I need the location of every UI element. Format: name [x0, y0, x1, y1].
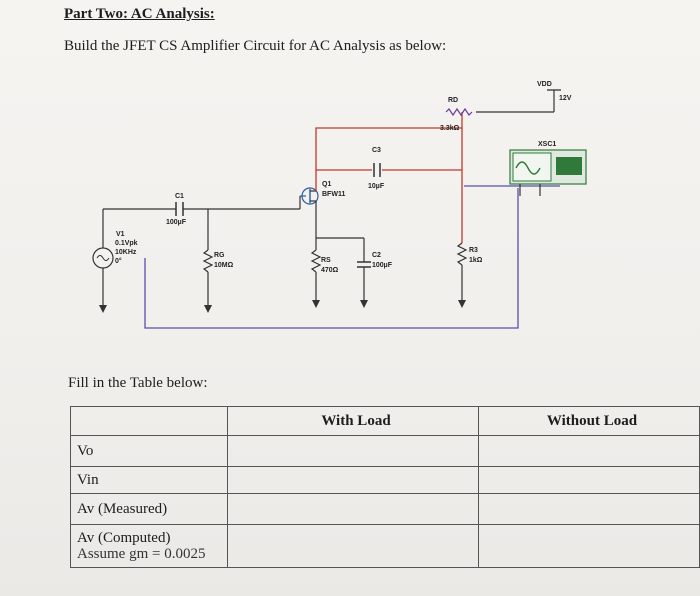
ground-return-wire [144, 188, 519, 329]
rg-value-label: 10MΩ [214, 262, 234, 269]
resistor-rd-symbol [445, 107, 473, 117]
q1-part-label: BFW11 [322, 191, 345, 198]
drain-wire [315, 112, 463, 191]
table-row-vin: Vin [70, 466, 700, 494]
av-computed-label: Av (Computed) [77, 530, 171, 546]
q1-name-label: Q1 [322, 181, 331, 188]
results-table: With Load Without Load Vo Vin Av (Measur… [70, 406, 700, 568]
row-label-av-computed: Av (Computed) Assume gm = 0.0025 [70, 524, 228, 568]
rd-value-label: 3.3kΩ [440, 125, 460, 132]
xsc1-name-label: XSC1 [538, 141, 556, 148]
scope-channel-panel [556, 157, 582, 175]
resistor-r3-symbol [456, 242, 468, 266]
c3-value-label: 10µF [368, 183, 385, 190]
row-label-av-measured: Av (Measured) [70, 493, 228, 525]
cell-av-computed-with-load[interactable] [227, 524, 479, 568]
r3-value-label: 1kΩ [469, 257, 483, 264]
table-row-av-measured: Av (Measured) [70, 493, 700, 525]
c1-value-label: 100µF [166, 219, 187, 226]
cell-vin-with-load[interactable] [227, 466, 479, 494]
waveform-icon [515, 161, 541, 175]
v1-phase-label: 0° [115, 257, 122, 265]
c2-value-label: 100µF [372, 262, 393, 269]
cell-av-measured-without-load[interactable] [478, 493, 700, 525]
table-row-vo: Vo [70, 435, 700, 467]
c3-name-label: C3 [372, 147, 381, 154]
v1-name-label: V1 [116, 231, 125, 238]
vdd-name-label: VDD [537, 81, 552, 88]
vdd-value-label: 12V [559, 95, 572, 102]
table-row-av-computed: Av (Computed) Assume gm = 0.0025 [70, 524, 700, 568]
circuit-schematic: V1 0.1Vpk 10KHz 0° C1 100µF RG 10MΩ Q1 B… [92, 81, 587, 329]
rs-name-label: RS [321, 257, 331, 264]
cell-vo-with-load[interactable] [227, 435, 479, 467]
rd-name-label: RD [448, 97, 458, 104]
v1-amp-label: 0.1Vpk [115, 240, 138, 247]
header-empty-cell [70, 406, 228, 436]
ground-symbol [99, 305, 107, 313]
row-label-vo: Vo [70, 435, 228, 467]
cell-av-measured-with-load[interactable] [227, 493, 479, 525]
header-without-load: Without Load [478, 406, 700, 436]
c1-name-label: C1 [175, 193, 184, 200]
cell-vo-without-load[interactable] [478, 435, 700, 467]
row-label-vin: Vin [70, 466, 228, 494]
assume-gm-note: Assume gm = 0.0025 [77, 546, 206, 562]
cell-vin-without-load[interactable] [478, 466, 700, 494]
rs-value-label: 470Ω [321, 267, 339, 274]
cell-av-computed-without-load[interactable] [478, 524, 700, 568]
resistor-rg-symbol [202, 249, 214, 273]
r3-name-label: R3 [469, 247, 478, 254]
c2-name-label: C2 [372, 252, 381, 259]
instruction-text: Build the JFET CS Amplifier Circuit for … [64, 38, 447, 54]
v1-freq-label: 10KHz [115, 249, 137, 256]
section-heading: Part Two: AC Analysis: [64, 6, 215, 22]
resistor-rs-symbol [310, 249, 322, 273]
header-with-load: With Load [227, 406, 479, 436]
rg-name-label: RG [214, 252, 225, 259]
fill-table-instruction: Fill in the Table below: [68, 375, 208, 391]
table-header-row: With Load Without Load [70, 406, 700, 436]
